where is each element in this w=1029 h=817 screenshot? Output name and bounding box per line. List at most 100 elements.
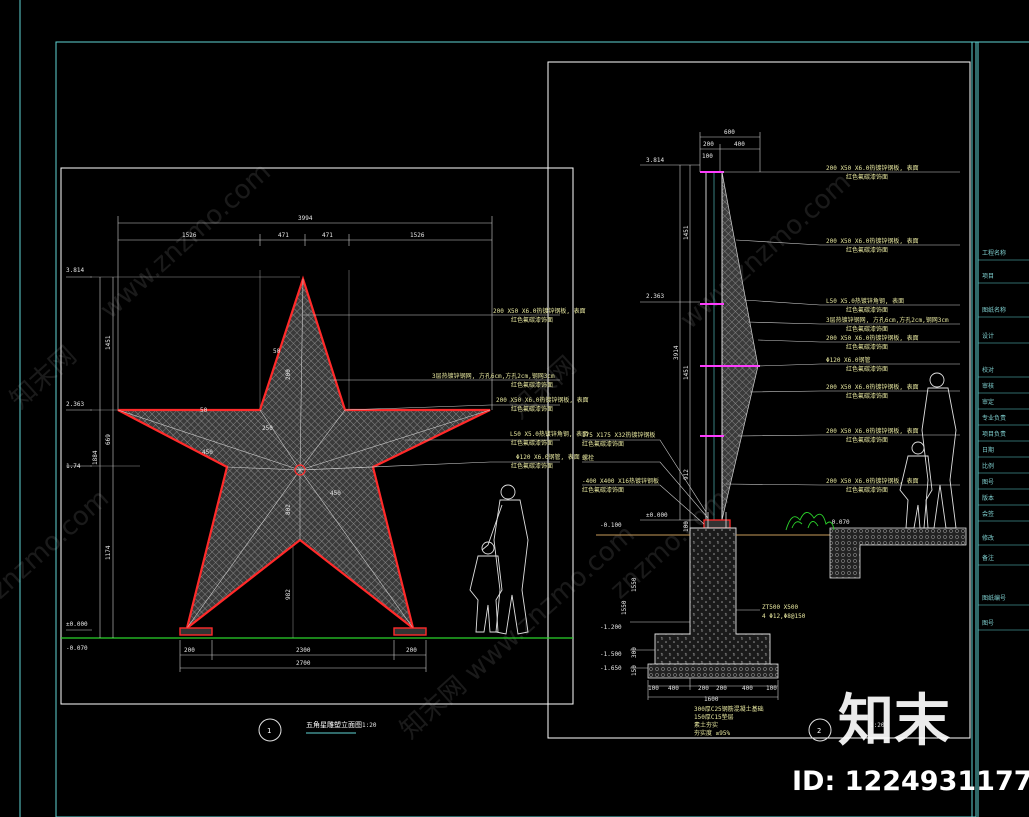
base-note: 150厚C15垫层 (694, 713, 734, 721)
watermark: www.znzmo.com (95, 157, 277, 325)
caption-title: 五角星雕塑立面图 (306, 720, 362, 729)
title-block-label: 图纸编号 (982, 594, 1006, 602)
top-dimension-lines (117, 216, 493, 410)
note-line: 红色氟碳漆饰面 (511, 405, 553, 413)
star-internal-ribs (117, 278, 491, 629)
inner-dim: 450 (330, 490, 341, 497)
dim-right-arm: 1526 (410, 232, 425, 239)
dim-mid-right: 471 (322, 232, 333, 239)
note-line: 红色氟碳漆饰面 (511, 462, 553, 470)
note-leader (747, 321, 960, 325)
title-block-label: 审核 (982, 382, 994, 390)
dim-mid-left: 471 (278, 232, 289, 239)
note-leader (743, 299, 960, 306)
caption-bubble (258, 718, 282, 742)
section-plates (700, 171, 760, 437)
section-vdim: 1451 (683, 225, 690, 240)
note-line: 红色氟碳漆饰面 (511, 439, 553, 447)
paving-right (829, 527, 967, 579)
title-block-label: 会签 (982, 510, 994, 518)
section-note: 红色氟碳漆饰面 (846, 173, 888, 181)
dim-bottom-right: 200 (406, 647, 417, 654)
title-block-label: 工程名称 (982, 249, 1006, 257)
title-block-label: 校对 (982, 366, 994, 374)
note-line: L50 X5.0热镀锌角钢, 表面 (510, 430, 588, 438)
section-bdim: 100 (648, 685, 659, 692)
inner-dim: 982 (285, 589, 292, 600)
section-note: 3层热镀锌钢网, 方孔6cm,方孔2cm,钢网3cm (826, 316, 949, 324)
note-line: 200 X50 X6.0热镀锌钢板, 表面 (493, 307, 586, 315)
note-leader (757, 339, 960, 343)
dim-lower: 1174 (105, 545, 112, 560)
section-bdim: 1600 (704, 696, 719, 703)
title-block-label: 审定 (982, 398, 994, 406)
section-mesh-wedge (721, 171, 759, 521)
star-elevation: 3994 1526 471 471 1526 3.814 2.363 1.74 … (61, 215, 589, 742)
dim-bottom-mid: 2300 (296, 647, 311, 654)
note-line: 红色氟碳漆饰面 (511, 316, 553, 324)
section-note: 红色氟碳漆饰面 (846, 486, 888, 494)
section-vdim: 3914 (673, 345, 680, 360)
level-arm: 2.363 (66, 401, 84, 408)
brand-logo: 知末 (838, 689, 950, 754)
section-note: 200 X50 X6.0热镀锌钢板, 表面 (826, 477, 919, 485)
title-block-label: 设计 (982, 332, 994, 340)
section-bottom-dims (647, 680, 779, 700)
section-vdim: 1550 (631, 577, 638, 592)
image-id-label: ID: 1224931177 (792, 766, 1029, 797)
title-block-label: 版本 (982, 494, 994, 502)
section-bdim: 200 (698, 685, 709, 692)
dim-overall-width: 3994 (298, 215, 313, 222)
section-level: 3.814 (646, 157, 664, 164)
level-top: 3.814 (66, 267, 84, 274)
section-note: 红色氟碳漆饰面 (846, 392, 888, 400)
section-bdim: 100 (766, 685, 777, 692)
section-note: 200 X50 X6.0热镀锌钢板, 表面 (826, 383, 919, 391)
section-view: 600 200 400 100 3.814 (582, 129, 967, 742)
inner-dim: 50 (273, 348, 281, 355)
section-vdim: 150 (631, 665, 638, 676)
section-dim: 400 (734, 141, 745, 148)
section-top-dims (699, 132, 761, 172)
shrub-symbol (785, 512, 835, 531)
section-vdim: 100 (683, 521, 690, 532)
watermark: znzmo.com (0, 484, 115, 606)
section-bdim: 400 (668, 685, 679, 692)
note-leader (737, 434, 960, 437)
leader-lines (299, 314, 560, 471)
base-note: 素土夯实 (694, 721, 718, 729)
title-block-label: 专业负责 (982, 414, 1006, 422)
section-note: 200 X50 X6.0热镀锌钢板, 表面 (826, 427, 919, 435)
section-note: Φ120 X6.0钢管 (826, 356, 871, 364)
title-block-rows: 工程名称项目图纸名称设计校对审核审定专业负责项目负责日期比例图号版本会签修改备注… (978, 249, 1029, 631)
watermark: www.znzmo.com (675, 167, 857, 335)
note-leader (725, 483, 960, 486)
level-mid: 1.74 (66, 463, 81, 470)
section-note: 200 X50 X6.0热镀锌钢板, 表面 (826, 334, 919, 342)
note-line: 3层热镀锌钢网, 方孔6cm,方孔2cm,钢网3cm (432, 372, 555, 380)
section-note: 红色氟碳漆饰面 (846, 343, 888, 351)
inner-dim: 50 (200, 407, 208, 414)
scale-figure-section (899, 372, 957, 529)
caption-scale: 1:20 (362, 722, 377, 729)
bottom-dimension-lines (179, 640, 427, 672)
note-line: 200 X50 X6.0热镀锌钢板, 表面 (496, 396, 589, 404)
section-note: 200 X50 X6.0热镀锌钢板, 表面 (826, 237, 919, 245)
section-note: 红色氟碳漆饰面 (846, 325, 888, 333)
level-ground: -0.070 (66, 645, 88, 652)
section-dim: 100 (702, 153, 713, 160)
section-bdim: 400 (742, 685, 753, 692)
section-level: -1.500 (600, 651, 622, 658)
section-level: -0.100 (600, 522, 622, 529)
title-block-label: 项目 (982, 273, 994, 280)
note-line: Φ120 X6.0钢管, 表面 (516, 453, 580, 461)
section-level: -1.200 (600, 624, 622, 631)
left-leader-lines (582, 439, 709, 525)
left-note: 螺栓 (582, 454, 594, 462)
note-line: 红色氟碳漆饰面 (511, 381, 553, 389)
section-note: 红色氟碳漆饰面 (846, 436, 888, 444)
caption-number-2: 2 (817, 727, 821, 735)
base-note: 300厚C25钢筋混凝土基础 (694, 705, 764, 713)
